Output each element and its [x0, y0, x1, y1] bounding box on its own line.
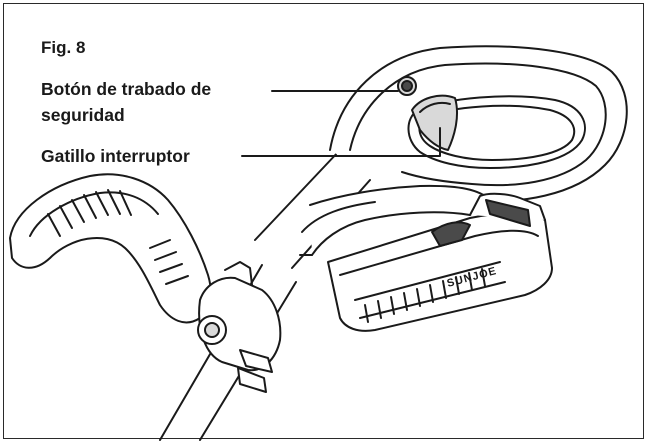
leader-lines	[241, 90, 441, 157]
callout-safety-lock-line-1: Botón de trabado de	[41, 79, 212, 99]
figure-label: Fig. 8	[41, 38, 86, 57]
battery-pack	[327, 192, 553, 332]
handle-clamp	[197, 261, 282, 393]
auxiliary-handle	[9, 173, 212, 324]
safety-lock-button	[397, 76, 417, 96]
trigger-switch	[411, 94, 458, 151]
callout-trigger-switch: Gatillo interruptor	[41, 146, 190, 166]
main-handle	[329, 45, 628, 203]
callout-safety-lock-line-2: seguridad	[41, 105, 125, 125]
